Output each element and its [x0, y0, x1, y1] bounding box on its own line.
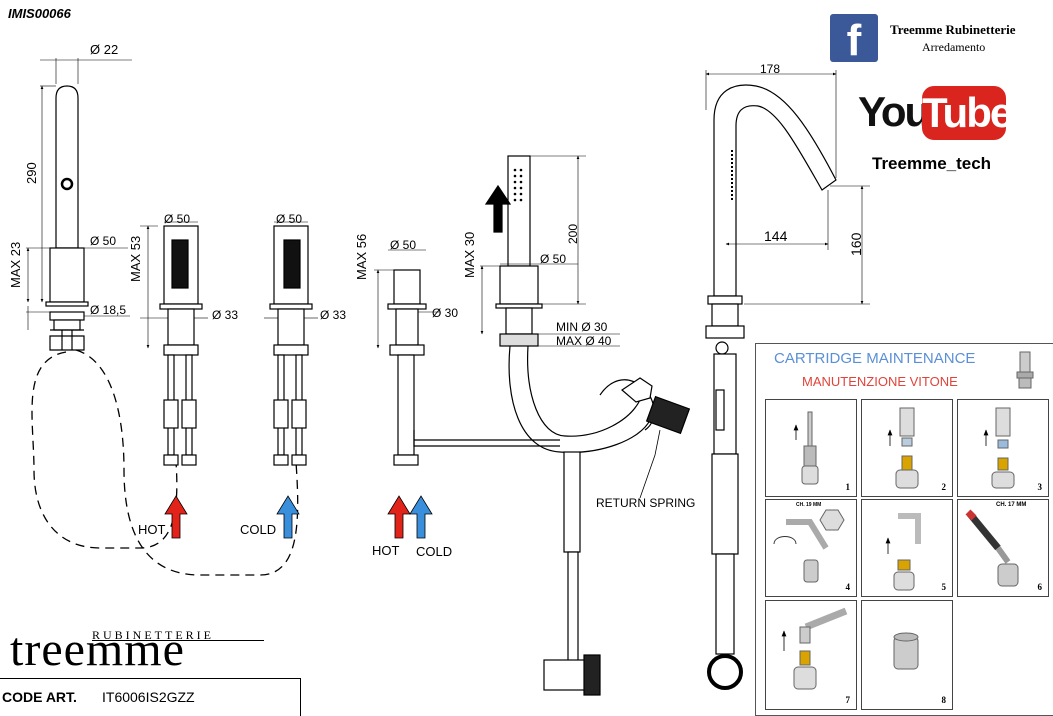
step-illustration — [773, 509, 845, 583]
step-illustration — [983, 407, 1015, 489]
drawing-code: IMIS00066 — [8, 6, 71, 21]
wrench-size-note: CH. 19 MM — [796, 502, 822, 508]
facebook-page-subtitle: Arredamento — [922, 40, 986, 54]
logo-subtitle: RUBINETTERIE — [92, 628, 214, 642]
dim-diameter-50-cold: Ø 50 — [276, 212, 303, 226]
cold-label: COLD — [240, 522, 277, 537]
maintenance-subtitle: MANUTENZIONE VITONE — [802, 374, 958, 389]
step-number: 1 — [845, 482, 851, 492]
dim-max-56: MAX 56 — [354, 233, 369, 280]
step-illustration — [965, 509, 1019, 587]
maintenance-step: CH. 19 MM 4 — [765, 499, 857, 597]
youtube-channel-name: Treemme_tech — [872, 154, 992, 173]
maintenance-step: 7 — [765, 600, 857, 710]
step-illustration — [885, 513, 921, 591]
dim-diameter-50-hot: Ø 50 — [164, 212, 191, 226]
facebook-icon[interactable]: f — [830, 14, 878, 65]
maintenance-step: 3 — [957, 399, 1049, 497]
cartridge-maintenance-panel: CARTRIDGE MAINTENANCE MANUTENZIONE VITON… — [755, 343, 1053, 716]
dim-height-160: 160 — [848, 232, 864, 256]
dim-width-144: 144 — [764, 228, 788, 244]
maintenance-step: CH. 17 MM 6 — [957, 499, 1049, 597]
dim-diameter-50-diverter: Ø 50 — [390, 238, 417, 252]
cold-arrow-icon — [276, 495, 300, 539]
dim-diameter-50-spout: Ø 50 — [90, 234, 117, 248]
hot-arrow-icon — [387, 495, 411, 539]
diverter-drawing — [374, 249, 560, 466]
code-art-value: IT6006IS2GZZ — [102, 689, 195, 705]
hand-shower-drawing — [480, 155, 691, 696]
return-spring-label: RETURN SPRING — [596, 496, 696, 510]
dim-max-30: MAX 30 — [462, 231, 477, 278]
cold-label: COLD — [416, 544, 453, 559]
dim-diameter-18-5: Ø 18,5 — [90, 303, 127, 317]
hot-label: HOT — [372, 543, 400, 558]
dim-min-30: MIN Ø 30 — [556, 320, 608, 334]
step-number: 6 — [1037, 582, 1043, 592]
dim-diameter-30-diverter: Ø 30 — [432, 306, 459, 320]
dim-max-40: MAX Ø 40 — [556, 334, 612, 348]
maintenance-title: CARTRIDGE MAINTENANCE — [774, 350, 976, 367]
step-illustration — [893, 632, 919, 670]
dim-height-200: 200 — [566, 223, 580, 244]
cold-arrow-icon — [409, 495, 433, 539]
logo-divider — [92, 640, 264, 641]
hot-valve-drawing — [140, 221, 208, 466]
step-number: 5 — [941, 582, 947, 592]
dim-max-53: MAX 53 — [128, 235, 143, 282]
brand-block: f Treemme Rubinetterie Arredamento You T… — [830, 14, 1050, 184]
bath-spout-drawing — [26, 58, 299, 576]
hot-label: HOT — [138, 522, 166, 537]
maintenance-step: 8 — [861, 600, 953, 710]
dim-diameter-22: Ø 22 — [90, 42, 119, 57]
basin-spout-drawing — [705, 70, 870, 690]
facebook-page-name: Treemme Rubinetterie — [890, 22, 1016, 37]
cartridge-icon — [1016, 351, 1034, 389]
code-art-label: CODE ART. — [2, 689, 77, 705]
step-number: 7 — [845, 695, 851, 705]
step-illustration — [793, 411, 819, 485]
step-number: 8 — [941, 695, 947, 705]
youtube-logo-you[interactable]: You — [858, 88, 930, 135]
step-number: 2 — [941, 482, 947, 492]
dim-diameter-33-cold: Ø 33 — [320, 308, 347, 322]
step-illustration — [887, 407, 919, 489]
logo-wordmark: treemme — [10, 623, 185, 676]
step-number: 3 — [1037, 482, 1043, 492]
maintenance-step: 5 — [861, 499, 953, 597]
hot-arrow-icon — [164, 495, 188, 539]
step-illustration — [781, 607, 848, 690]
wrench-size-note: CH. 17 MM — [996, 502, 1027, 508]
dim-diameter-50-shower: Ø 50 — [540, 252, 567, 266]
dim-diameter-33-hot: Ø 33 — [212, 308, 239, 322]
dim-height-290: 290 — [24, 162, 39, 184]
dim-width-178: 178 — [760, 62, 781, 76]
maintenance-step: 1 — [765, 399, 857, 497]
cold-valve-drawing — [264, 221, 318, 466]
dim-max-23: MAX 23 — [8, 241, 23, 288]
youtube-icon[interactable]: Tube — [922, 86, 1013, 140]
maintenance-step: 2 — [861, 399, 953, 497]
step-number: 4 — [845, 582, 851, 592]
code-art-box — [0, 678, 301, 716]
